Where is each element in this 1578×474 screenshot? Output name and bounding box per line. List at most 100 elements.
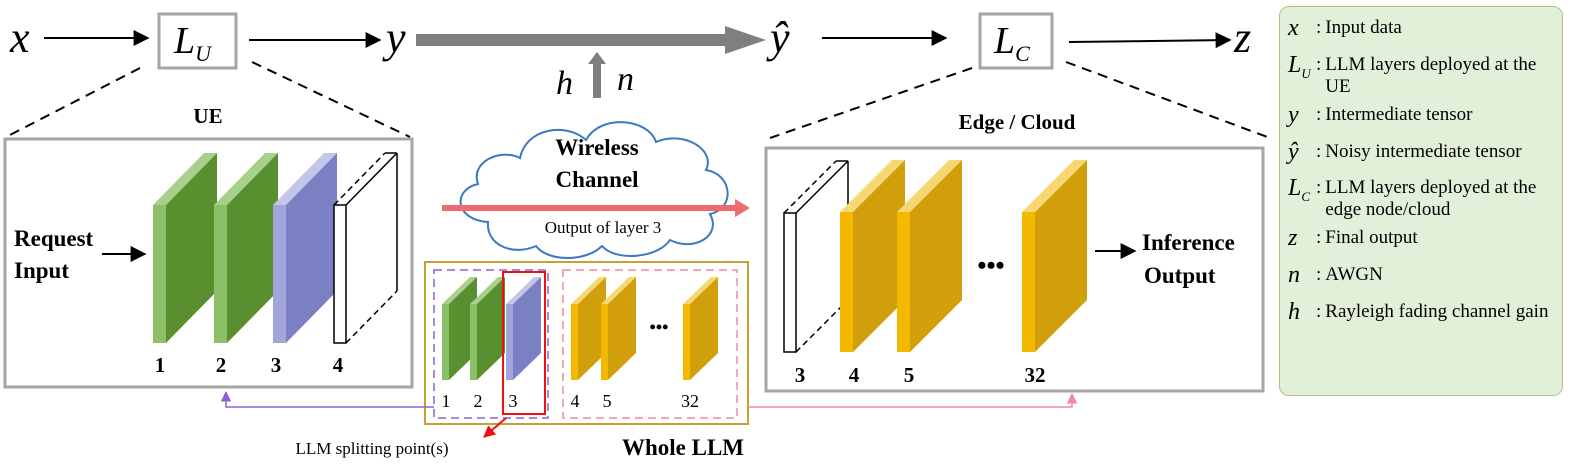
llm-layer-label-4: 4 <box>571 391 580 411</box>
split-pointer-arrow <box>483 417 507 438</box>
llm-layer-label-1: 1 <box>442 391 451 411</box>
ue-request-line2: Input <box>14 258 69 283</box>
noise-arrow <box>588 52 606 98</box>
split-point-marker <box>502 271 546 415</box>
zoom-line-ue-left <box>5 67 141 138</box>
cloud-line1: Wireless <box>555 135 639 160</box>
zoom-line-ue-right <box>251 61 411 138</box>
legend-desc: AWGN <box>1325 264 1383 286</box>
legend-item-yhat: ŷ : Noisy intermediate tensor <box>1288 138 1552 172</box>
llm-layer-label-5: 5 <box>603 391 612 411</box>
lu-label: LU <box>173 20 213 66</box>
zoom-line-edge-right <box>1065 61 1271 139</box>
channel-arrow <box>416 26 766 54</box>
arrow-lc-to-z <box>1068 32 1232 49</box>
legend-colon: : <box>1316 177 1322 199</box>
legend-desc: LLM layers deployed at the UE <box>1325 53 1537 97</box>
legend-item-n: n : AWGN <box>1288 262 1552 295</box>
flow-x: x <box>9 13 30 62</box>
lc-box <box>978 12 1054 70</box>
whole-llm-title: Whole LLM <box>622 435 744 460</box>
legend-symbol: z <box>1288 225 1298 252</box>
legend-item-y: y : Intermediate tensor <box>1288 101 1552 135</box>
legend-symbol: LU <box>1288 51 1311 81</box>
legend-symbol: x <box>1288 15 1299 41</box>
flow-h: h <box>556 65 573 102</box>
ue-layer-label-3: 3 <box>271 353 282 377</box>
ue-mapping-arrow <box>220 390 434 408</box>
legend-item-x: x : Input data <box>1288 15 1552 48</box>
legend-symbol: n <box>1288 262 1300 289</box>
ue-layer-label-2: 2 <box>216 353 227 377</box>
inference-line1: Inference <box>1142 230 1235 255</box>
legend-colon: : <box>1316 103 1322 125</box>
legend-item-lc: LC : LLM layers deployed at the edge nod… <box>1288 175 1552 221</box>
legend-colon: : <box>1316 53 1322 75</box>
ue-layer-3 <box>273 153 337 343</box>
wireless-cloud <box>459 121 729 259</box>
flow-y: y <box>382 13 406 62</box>
llm-layer-label-32: 32 <box>681 391 699 411</box>
legend-desc: Final output <box>1325 227 1418 249</box>
ue-partition-box <box>433 269 549 419</box>
legend-desc: LLM layers deployed at the edge node/clo… <box>1325 177 1537 221</box>
legend-item-z: z : Final output <box>1288 225 1552 258</box>
lc-label: LC <box>993 20 1030 66</box>
legend-colon: : <box>1316 300 1322 322</box>
legend-panel: x : Input data LU : LLM layers deployed … <box>1279 6 1563 396</box>
llm-layer-2 <box>470 277 505 380</box>
legend-item-lu: LU : LLM layers deployed at the UE <box>1288 51 1552 98</box>
legend-symbol: ŷ <box>1288 138 1299 165</box>
llm-layer-label-3: 3 <box>509 391 518 411</box>
zoom-line-edge-left <box>769 67 973 139</box>
legend-colon: : <box>1316 264 1322 286</box>
flow-yhat: ŷ <box>766 13 790 62</box>
legend-item-h: h : Rayleigh fading channel gain <box>1288 298 1552 332</box>
ue-request-line1: Request <box>14 226 94 251</box>
legend-desc: Input data <box>1325 17 1402 38</box>
legend-desc: Intermediate tensor <box>1325 103 1473 125</box>
legend-colon: : <box>1316 140 1322 162</box>
ue-layer-1 <box>153 153 217 343</box>
edge-layer-label-3: 3 <box>795 363 806 387</box>
edge-ellipsis: ••• <box>977 251 1004 280</box>
edge-layer-label-32: 32 <box>1025 363 1046 387</box>
edge-layer-label-5: 5 <box>904 363 915 387</box>
edge-layer-4 <box>840 160 905 352</box>
llm-layer-5 <box>601 277 636 380</box>
legend-colon: : <box>1316 17 1322 38</box>
legend-colon: : <box>1316 227 1322 249</box>
flow-z: z <box>1233 13 1251 62</box>
ue-layer-label-1: 1 <box>155 353 166 377</box>
legend-symbol: LC <box>1288 175 1311 205</box>
ue-layer-4 <box>333 152 398 344</box>
edge-layer-32 <box>1022 160 1087 352</box>
legend-symbol: y <box>1288 101 1299 128</box>
ue-title: UE <box>193 104 222 128</box>
whole-llm-layers <box>442 277 718 380</box>
llm-layer-label-2: 2 <box>474 391 483 411</box>
edge-mapping-arrow <box>748 392 1078 408</box>
edge-layer-label-4: 4 <box>849 363 860 387</box>
ue-layer-2 <box>214 153 278 343</box>
edge-partition-box <box>562 269 738 419</box>
ue-layers <box>153 152 398 344</box>
edge-layer-5 <box>897 160 962 352</box>
llm-ellipsis: ••• <box>650 317 669 337</box>
ue-layer-label-4: 4 <box>333 353 344 377</box>
legend-desc: Rayleigh fading channel gain <box>1325 300 1549 322</box>
cloud-output-text: Output of layer 3 <box>545 218 662 237</box>
flow-n: n <box>617 61 634 98</box>
llm-layer-3 <box>506 277 541 380</box>
split-label: LLM splitting point(s) <box>296 439 449 458</box>
legend-desc: Noisy intermediate tensor <box>1325 140 1522 162</box>
edge-title: Edge / Cloud <box>959 110 1076 134</box>
transmission-arrow <box>442 199 750 217</box>
legend-symbol: h <box>1288 298 1300 325</box>
inference-line2: Output <box>1144 263 1216 288</box>
edge-layers <box>783 160 1087 353</box>
llm-layer-4 <box>571 277 606 380</box>
llm-layer-32 <box>683 277 718 380</box>
cloud-line2: Channel <box>555 167 638 192</box>
